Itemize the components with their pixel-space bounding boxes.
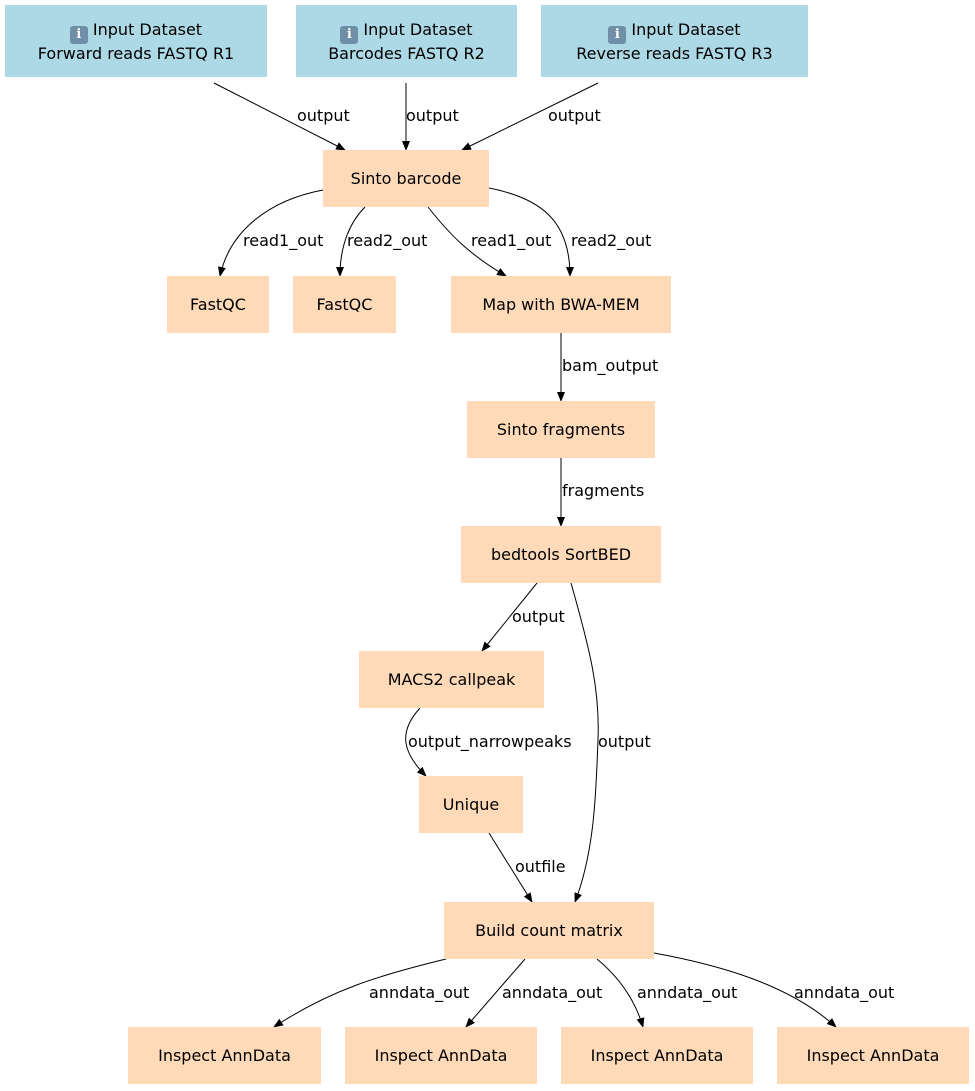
node-title-text: Inspect AnnData [374, 1046, 508, 1065]
edge-label: output [598, 732, 651, 751]
edge-sinto-barcode-to-fastqc2 [336, 206, 366, 277]
node-fastqc1[interactable]: FastQC [167, 276, 269, 333]
node-title-text: Input Dataset [363, 19, 473, 39]
edge-label: fragments [562, 481, 645, 500]
node-inspect1[interactable]: Inspect AnnData [128, 1027, 321, 1084]
edge-countmatrix-to-inspect4 [653, 952, 837, 1028]
node-subtitle: Forward reads FASTQ R1 [37, 43, 235, 63]
edge-label: read1_out [471, 231, 552, 250]
node-fastqc2[interactable]: FastQC [293, 276, 396, 333]
edge-label: read2_out [571, 231, 652, 250]
edge-label: anndata_out [637, 983, 738, 1002]
node-macs2[interactable]: MACS2 callpeak [359, 651, 544, 708]
node-title: Sinto barcode [351, 169, 462, 188]
node-sinto-barcode[interactable]: Sinto barcode [323, 150, 489, 207]
edge-sortbed-to-macs2 [481, 582, 538, 652]
node-title: FastQC [317, 295, 373, 314]
edge-countmatrix-to-inspect1 [273, 958, 447, 1028]
edge-in1-to-sinto-barcode [213, 82, 346, 151]
edge-label: bam_output [562, 356, 659, 375]
edge-sortbed-to-countmatrix [570, 582, 599, 903]
node-title: Unique [443, 795, 499, 814]
node-title: Build count matrix [475, 921, 623, 940]
info-icon: i [608, 25, 627, 44]
edge-label: output [297, 106, 350, 125]
node-title-text: FastQC [190, 295, 246, 314]
node-title-text: Sinto barcode [350, 169, 462, 188]
node-bwa[interactable]: Map with BWA-MEM [451, 276, 671, 333]
edge-label: output [406, 106, 459, 125]
edge-in3-to-sinto-barcode [461, 82, 599, 151]
node-title-text: FastQC [316, 295, 373, 314]
node-title-text: Build count matrix [475, 921, 623, 940]
info-icon: i [69, 25, 88, 44]
node-subtitle: Barcodes FASTQ R2 [328, 43, 485, 63]
node-title: Inspect AnnData [375, 1046, 508, 1065]
edge-sinto-barcode-to-fastqc1 [218, 189, 324, 277]
node-title-text: Input Dataset [92, 19, 203, 39]
node-inspect2[interactable]: Inspect AnnData [345, 1027, 537, 1084]
node-title-text: Inspect AnnData [806, 1046, 940, 1065]
edge-label: output [512, 607, 565, 626]
edge-label: anndata_out [369, 983, 470, 1002]
node-inspect4[interactable]: Inspect AnnData [777, 1027, 969, 1084]
edge-label: output_narrowpeaks [408, 732, 572, 751]
edge-label: read1_out [243, 231, 324, 250]
node-title: Inspect AnnData [591, 1046, 724, 1065]
node-title: Sinto fragments [497, 420, 625, 439]
edge-label: anndata_out [502, 983, 603, 1002]
node-title-text: MACS2 callpeak [387, 670, 516, 689]
edge-macs2-to-unique [405, 707, 427, 777]
edge-countmatrix-to-inspect3 [596, 958, 645, 1028]
edge-label: output [548, 106, 601, 125]
edge-sinto-barcode-to-bwa [427, 206, 507, 277]
edge-unique-to-countmatrix [488, 832, 533, 903]
node-unique[interactable]: Unique [419, 776, 523, 833]
node-title: Inspect AnnData [158, 1046, 291, 1065]
node-title: bedtools SortBED [491, 545, 631, 564]
node-inspect3[interactable]: Inspect AnnData [561, 1027, 753, 1084]
edge-countmatrix-to-inspect2 [465, 958, 526, 1028]
node-subtitle: Reverse reads FASTQ R3 [576, 43, 773, 63]
node-title-text: Sinto fragments [496, 420, 626, 439]
node-title: MACS2 callpeak [388, 670, 516, 689]
edge-label: read2_out [347, 231, 428, 250]
node-sinto-frag[interactable]: Sinto fragments [467, 401, 655, 458]
node-title: Inspect AnnData [807, 1046, 940, 1065]
node-title-text: bedtools SortBED [490, 545, 632, 564]
edge-label: anndata_out [794, 983, 895, 1002]
node-title: FastQC [190, 295, 246, 314]
info-icon: i [340, 25, 359, 44]
node-title-text: Inspect AnnData [590, 1046, 724, 1065]
node-title-text: Map with BWA-MEM [482, 295, 640, 314]
node-sortbed[interactable]: bedtools SortBED [461, 526, 661, 583]
node-title-text: Input Dataset [631, 19, 741, 39]
edge-sinto-barcode-to-bwa [488, 187, 574, 277]
node-title-text: Unique [442, 795, 500, 814]
edge-label: outfile [515, 857, 566, 876]
node-title: Map with BWA-MEM [482, 295, 639, 314]
node-countmatrix[interactable]: Build count matrix [444, 902, 654, 959]
node-title-text: Inspect AnnData [158, 1046, 291, 1065]
